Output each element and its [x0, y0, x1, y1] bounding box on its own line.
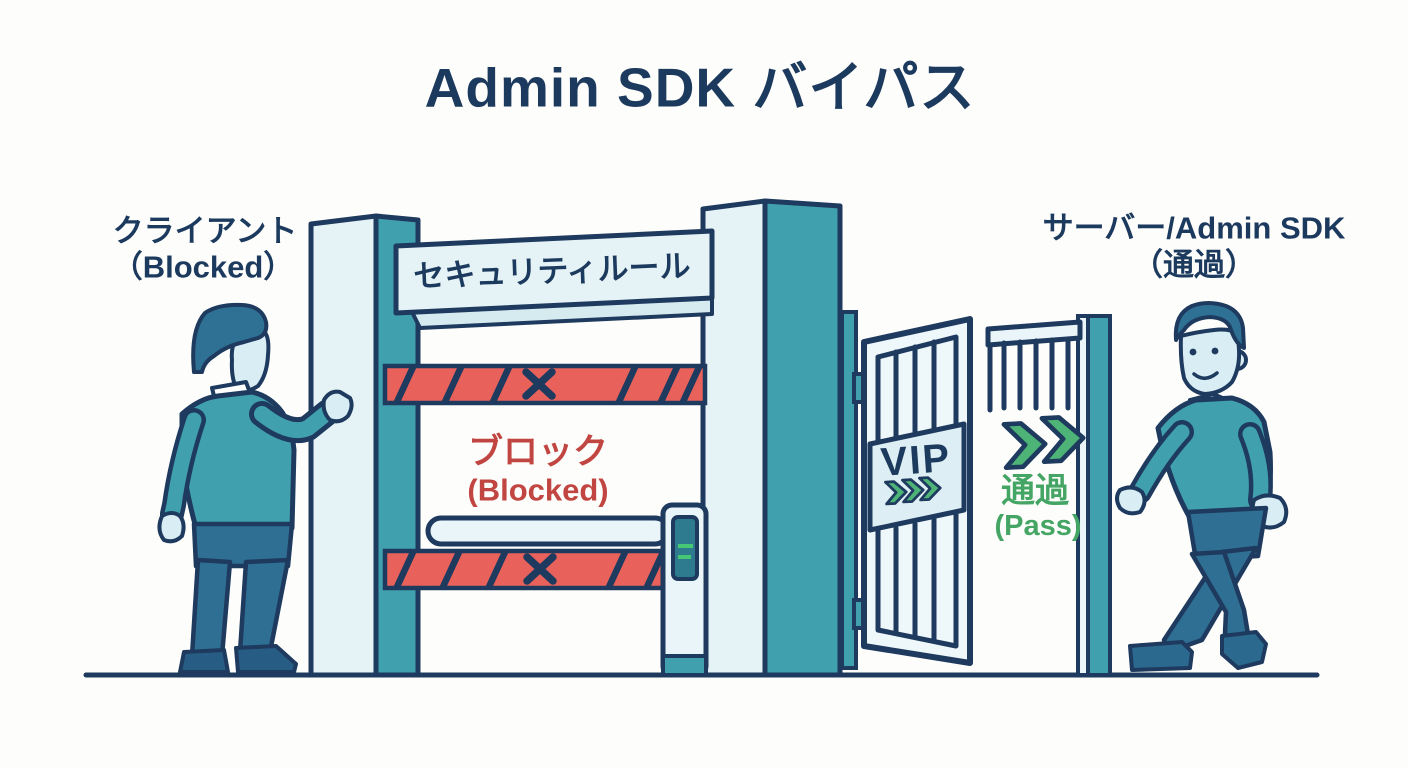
- barrier-lower: [382, 548, 670, 591]
- x-mark-icon: [523, 553, 557, 585]
- person-server: [1115, 301, 1289, 672]
- pass-label-line2: (Pass): [994, 509, 1082, 542]
- vip-gate-door: [861, 316, 973, 666]
- barrier-upper: [382, 363, 708, 406]
- pass-label-line1: 通過: [1001, 471, 1069, 510]
- chevron-right-icon: [1004, 422, 1047, 467]
- client-label-line1: クライアント: [112, 213, 298, 249]
- gate-bars: [893, 339, 937, 644]
- server-label-line2: （通過）: [1132, 247, 1256, 283]
- page-title: Admin SDK バイパス: [424, 56, 976, 119]
- vip-sign-text: VIP: [879, 436, 953, 485]
- server-label-line1: サーバー/Admin SDK: [1042, 210, 1346, 246]
- pass-chevrons: [1004, 416, 1085, 467]
- fence-segment: [985, 319, 1083, 413]
- blocked-label-line1: ブロック: [467, 432, 609, 472]
- right-pillar: [700, 198, 843, 678]
- blocked-label-line2: (Blocked): [467, 472, 609, 508]
- x-mark-icon: [522, 368, 556, 400]
- security-rules-sign: [393, 228, 715, 330]
- client-label-line2: （Blocked）: [111, 249, 295, 285]
- person-client: [157, 302, 354, 674]
- right-gate-post: [1076, 314, 1112, 677]
- barrier-arm-white: [425, 515, 671, 547]
- card-reader: [660, 502, 709, 678]
